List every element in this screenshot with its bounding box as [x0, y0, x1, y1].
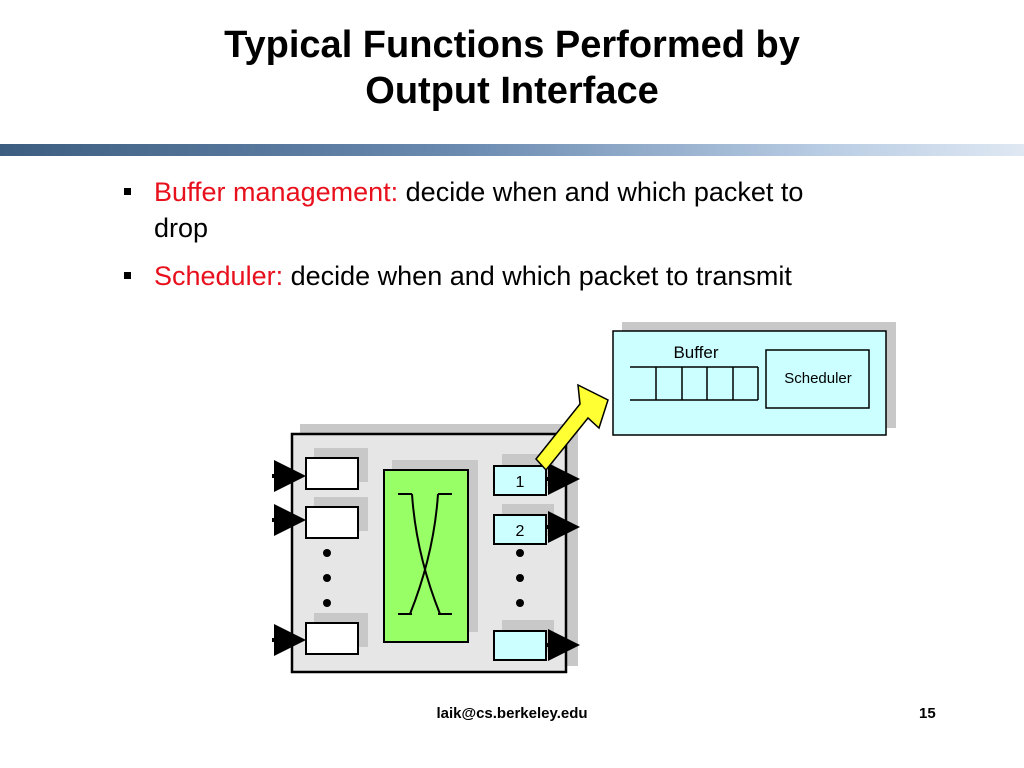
input-ellipsis: [323, 549, 331, 607]
crossbar-icon: [398, 493, 452, 615]
bullet-text: decide when and which packet to drop: [154, 177, 804, 243]
bullet-text: decide when and which packet to transmit: [283, 261, 792, 291]
input-port-2: [305, 506, 359, 539]
output-port-1: [493, 465, 547, 496]
page-number: 15: [919, 705, 936, 722]
footer-email: laik@cs.berkeley.edu: [436, 705, 588, 722]
bullet-square-icon: [124, 188, 131, 195]
output-ports: 1 2: [493, 454, 554, 661]
bullet-term: Buffer management:: [154, 177, 399, 207]
bullet-scheduler: Scheduler: decide when and which packet …: [118, 258, 838, 294]
output-port-1-label: 1: [516, 474, 525, 491]
bullet-list: Buffer management: decide when and which…: [118, 174, 838, 306]
bullet-buffer-management: Buffer management: decide when and which…: [118, 174, 838, 246]
buffer-label: Buffer: [673, 343, 718, 362]
input-port-n: [305, 622, 359, 655]
input-arrows: [272, 460, 306, 656]
bullet-square-icon: [124, 272, 131, 279]
title-line-2: Output Interface: [365, 70, 659, 112]
output-port-2: [493, 514, 547, 545]
scheduler-label: Scheduler: [784, 370, 852, 387]
title-divider: [0, 144, 1024, 156]
output-arrows: [546, 463, 580, 661]
bullet-term: Scheduler:: [154, 261, 284, 291]
callout-arrow-icon: [535, 383, 609, 472]
output-port-n: [493, 630, 547, 661]
slide-title: Typical Functions Performed by Output In…: [0, 22, 1024, 114]
title-line-1: Typical Functions Performed by: [224, 24, 800, 66]
input-port-1: [305, 457, 359, 490]
switch-fabric: [383, 469, 469, 643]
output-interface-zoom: [612, 330, 887, 436]
output-ellipsis: [516, 549, 524, 607]
output-port-2-label: 2: [516, 523, 525, 540]
scheduler-box: [765, 349, 870, 409]
buffer-queue: [630, 366, 759, 401]
input-ports: [305, 448, 368, 655]
